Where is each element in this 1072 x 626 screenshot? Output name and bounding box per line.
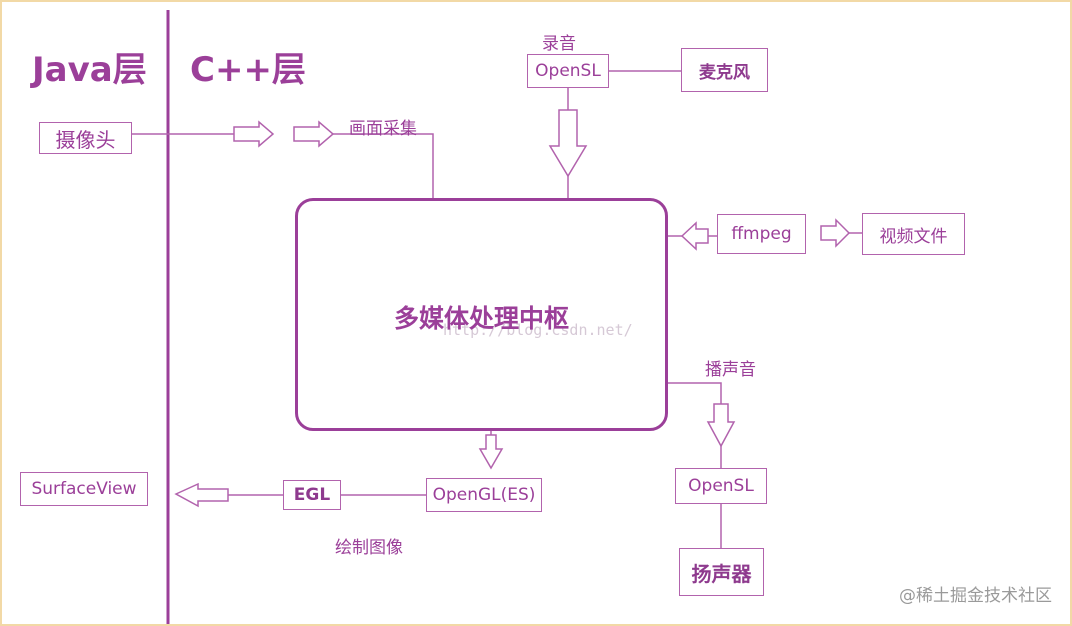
surfaceview-arrow — [174, 482, 229, 508]
ffmpeg-box: ffmpeg — [717, 214, 806, 254]
hub-watermark: http://blog.csdn.net/ — [443, 321, 633, 339]
egl-box: EGL — [283, 480, 341, 510]
ffmpeg-in-arrow — [680, 221, 709, 251]
draw-arrow — [478, 434, 504, 470]
play-label: 播声音 — [705, 360, 756, 380]
record-arrow — [548, 109, 588, 178]
java-layer-title: Java层 — [32, 50, 147, 90]
cpp-layer-title: C++层 — [190, 50, 306, 90]
capture-arrow-2 — [293, 120, 335, 148]
microphone-box: 麦克风 — [681, 48, 768, 92]
opensl-play-box: OpenSL — [675, 468, 767, 504]
ffmpeg-out-arrow — [820, 218, 851, 248]
opensl-record-box: OpenSL — [527, 54, 609, 88]
capture-line — [333, 133, 434, 228]
speaker-box: 扬声器 — [679, 548, 764, 596]
draw-label: 绘制图像 — [335, 538, 403, 558]
capture-arrow-1 — [233, 120, 275, 148]
play-arrow — [706, 403, 736, 448]
camera-box: 摄像头 — [39, 122, 132, 154]
capture-label: 画面采集 — [349, 119, 417, 139]
multimedia-hub-box: http://blog.csdn.net/ 多媒体处理中枢 — [295, 198, 668, 431]
video-file-box: 视频文件 — [862, 213, 965, 255]
hub-title: 多媒体处理中枢 — [393, 304, 569, 333]
source-watermark: @稀土掘金技术社区 — [899, 586, 1052, 606]
opengl-es-box: OpenGL(ES) — [426, 478, 542, 512]
play-line — [646, 382, 722, 404]
record-label: 录音 — [542, 34, 576, 54]
surfaceview-box: SurfaceView — [20, 472, 148, 506]
